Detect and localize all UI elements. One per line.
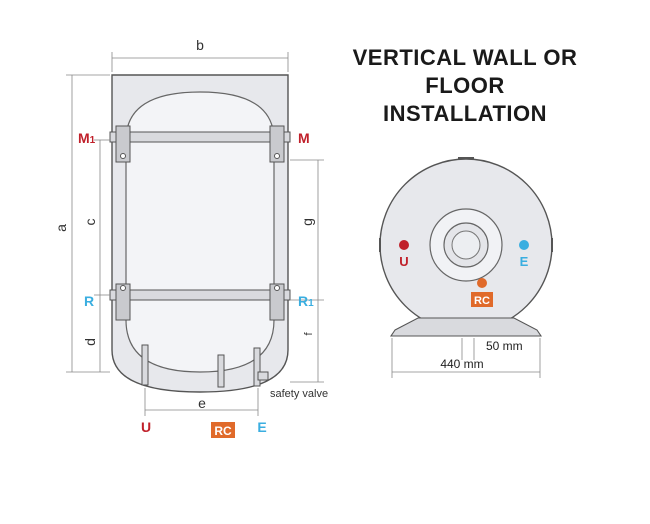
dim-g-label: g — [299, 218, 315, 226]
dim-c-d — [94, 139, 110, 372]
badge-rc-front — [471, 292, 493, 307]
label-e-side: E — [257, 419, 266, 435]
dim-e — [144, 388, 259, 416]
upper-bracket-clip-left — [115, 125, 131, 163]
dim-50mm-label: 50 mm — [486, 339, 523, 353]
upper-bracket — [109, 131, 291, 143]
label-u-side: U — [141, 419, 151, 435]
dim-g-f — [290, 159, 324, 383]
dim-440mm-label: 440 mm — [440, 357, 483, 371]
front-dot-u — [399, 240, 409, 250]
pipe-outlet-u — [141, 344, 149, 386]
dim-a — [66, 74, 110, 373]
dim-c-label: c — [82, 219, 98, 226]
label-u-front: U — [399, 254, 408, 269]
dim-440mm — [391, 338, 541, 378]
front-dot-rc — [477, 278, 487, 288]
label-r1: R1 — [298, 293, 314, 309]
label-rc-front: RC — [474, 295, 490, 307]
dim-b — [111, 52, 289, 72]
upper-bracket-clip-right — [269, 125, 285, 163]
dim-f-label: f — [303, 332, 315, 336]
dim-d-label: d — [82, 338, 98, 346]
label-rc-side: RC — [214, 424, 232, 438]
dim-b-label: b — [196, 37, 204, 53]
title-line-3: INSTALLATION — [382, 101, 548, 126]
lower-bracket-clip-left — [115, 283, 131, 321]
dim-a-label: a — [53, 224, 69, 232]
label-m: M — [298, 130, 310, 146]
front-view-feet — [389, 317, 543, 337]
pipe-inlet-e — [253, 347, 261, 387]
title-line-1: VERTICAL WALL OR — [352, 45, 578, 70]
label-safety-valve: safety valve — [270, 388, 328, 400]
pipe-rc — [217, 354, 225, 388]
lower-bracket — [109, 289, 291, 301]
dim-50mm — [461, 338, 475, 360]
diagram-title: VERTICAL WALL OR FLOOR INSTALLATION — [335, 44, 595, 128]
label-r: R — [84, 293, 94, 309]
label-m1: M1 — [78, 130, 96, 146]
lower-bracket-clip-right — [269, 283, 285, 321]
dim-e-label: e — [198, 395, 206, 411]
label-e-front: E — [520, 254, 529, 269]
title-line-2: FLOOR — [425, 73, 505, 98]
safety-valve-body — [257, 371, 269, 381]
front-view-flange-core — [451, 230, 481, 260]
badge-rc-side — [211, 422, 235, 438]
front-dot-e — [519, 240, 529, 250]
